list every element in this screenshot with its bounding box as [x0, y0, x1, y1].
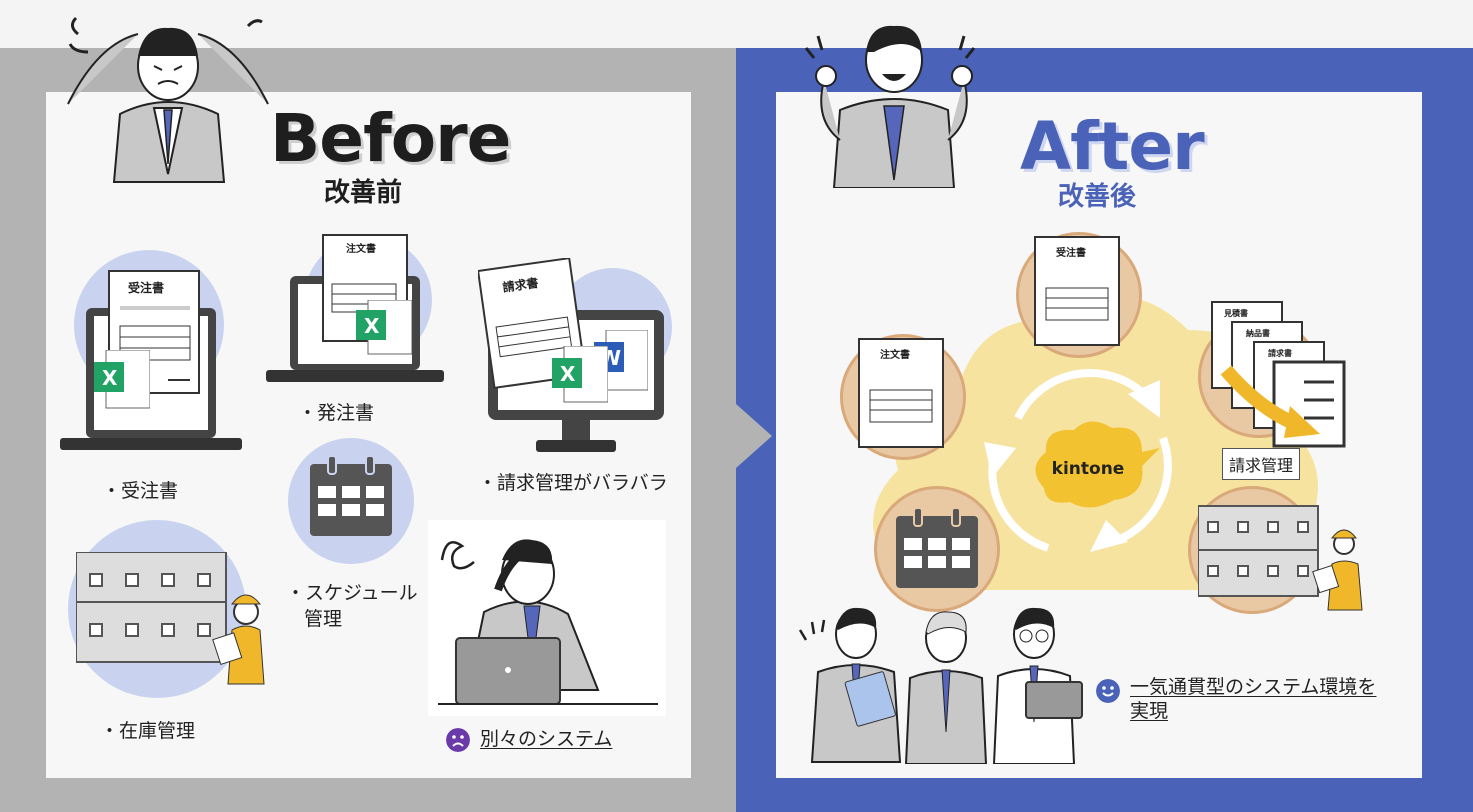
- warehouse-shelves-icon: [1198, 505, 1363, 611]
- svg-text:納品書: 納品書: [1246, 328, 1270, 338]
- invoice-document-icon: 請求書: [478, 258, 586, 389]
- integrated-system-line1: 一気通貫型のシステム環境を: [1130, 676, 1377, 698]
- schedule-label-line2: 管理: [304, 608, 343, 630]
- purchase-order-label: ・発注書: [298, 402, 375, 424]
- svg-text:注文書: 注文書: [880, 348, 910, 361]
- calendar-icon: [310, 455, 392, 536]
- purchase-order-document-icon: 注文書: [858, 338, 944, 448]
- svg-text:受注書: 受注書: [1056, 246, 1086, 259]
- warehouse-shelves-icon: [76, 552, 265, 685]
- before-subtitle: 改善前: [324, 178, 403, 208]
- before-title: Before: [270, 100, 511, 177]
- billing-label: ・請求管理がバラバラ: [478, 472, 668, 494]
- schedule-label-line1: ・スケジュール: [286, 582, 418, 604]
- separate-systems-text: 別々のシステム: [480, 728, 613, 751]
- excel-icon: X: [552, 346, 608, 403]
- svg-text:X: X: [560, 362, 576, 386]
- svg-text:X: X: [364, 314, 380, 338]
- svg-text:見積書: 見積書: [1223, 308, 1248, 318]
- inventory-label: ・在庫管理: [100, 720, 196, 742]
- transition-arrow: [736, 404, 772, 468]
- stressed-man-illustration: [67, 16, 269, 183]
- order-received-label: ・受注書: [102, 480, 179, 502]
- team-illustration: [798, 607, 1083, 764]
- excel-icon: X: [94, 350, 150, 409]
- order-received-document-icon: 受注書: [1034, 236, 1120, 346]
- billing-documents-icon: 見積書 納品書 請求書: [1211, 301, 1346, 448]
- integrated-system-text: 一気通貫型のシステム環境を 実現: [1130, 676, 1376, 724]
- worried-worker-illustration: [428, 520, 666, 716]
- after-title: After: [1020, 108, 1205, 185]
- excel-icon: X: [356, 300, 412, 355]
- smile-icon: [1096, 679, 1120, 703]
- frown-icon: [446, 728, 470, 752]
- calendar-icon: [896, 507, 978, 588]
- svg-text:請求書: 請求書: [502, 275, 540, 295]
- cycle-arrows-icon: [984, 369, 1172, 552]
- separate-systems-note: 別々のシステム: [446, 728, 612, 752]
- svg-text:X: X: [102, 366, 118, 390]
- integrated-system-note: 一気通貫型のシステム環境を 実現: [1096, 676, 1376, 724]
- svg-text:kintone: kintone: [1052, 459, 1125, 479]
- billing-management-label: 請求管理: [1222, 448, 1301, 480]
- integrated-system-line2: 実現: [1130, 699, 1169, 722]
- svg-text:注文書: 注文書: [346, 242, 376, 255]
- happy-man-illustration: [804, 25, 976, 188]
- svg-text:請求書: 請求書: [1268, 348, 1292, 358]
- after-subtitle: 改善後: [1058, 182, 1137, 212]
- kintone-logo: kintone: [1035, 421, 1160, 508]
- svg-text:受注書: 受注書: [128, 280, 164, 295]
